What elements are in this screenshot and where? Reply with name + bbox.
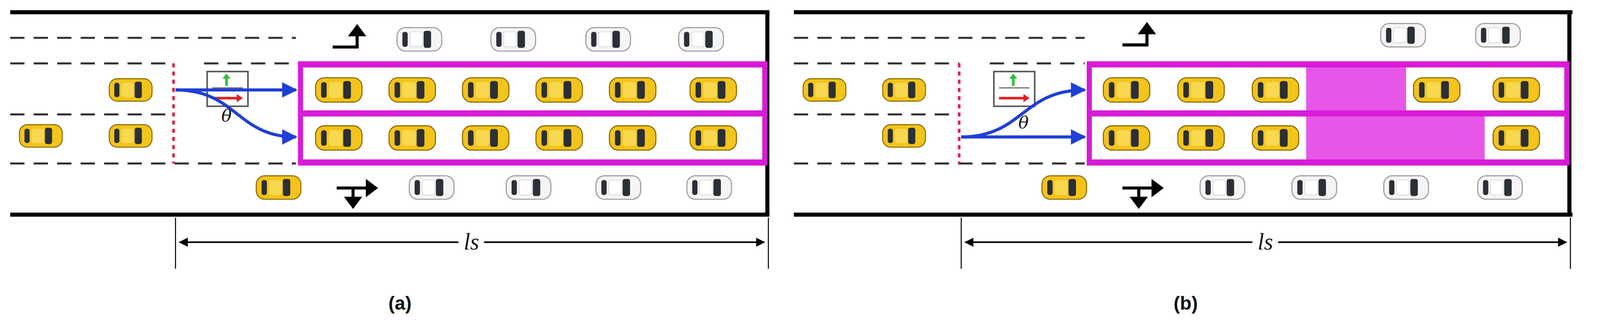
- road-a: [10, 12, 770, 215]
- vehicles-a: [19, 27, 737, 200]
- signal-sign-b: [993, 71, 1035, 107]
- entry-arrows-a: [175, 89, 297, 137]
- vehicles-b: [803, 23, 1540, 200]
- lane-arrows-a: [332, 26, 376, 207]
- road-b: [793, 12, 1573, 215]
- lane-arrows-b: [1122, 24, 1161, 207]
- angle-label: θ: [219, 106, 234, 125]
- dimension-label: ls: [1252, 229, 1279, 255]
- panel-label: (a): [388, 293, 412, 313]
- dimension-label: ls: [458, 229, 485, 255]
- entry-arrows-b: [961, 89, 1085, 137]
- panel-label: (b): [1173, 293, 1198, 313]
- dimension-b: [961, 217, 1571, 269]
- angle-label: θ: [1016, 113, 1031, 131]
- dimension-a: [175, 217, 769, 269]
